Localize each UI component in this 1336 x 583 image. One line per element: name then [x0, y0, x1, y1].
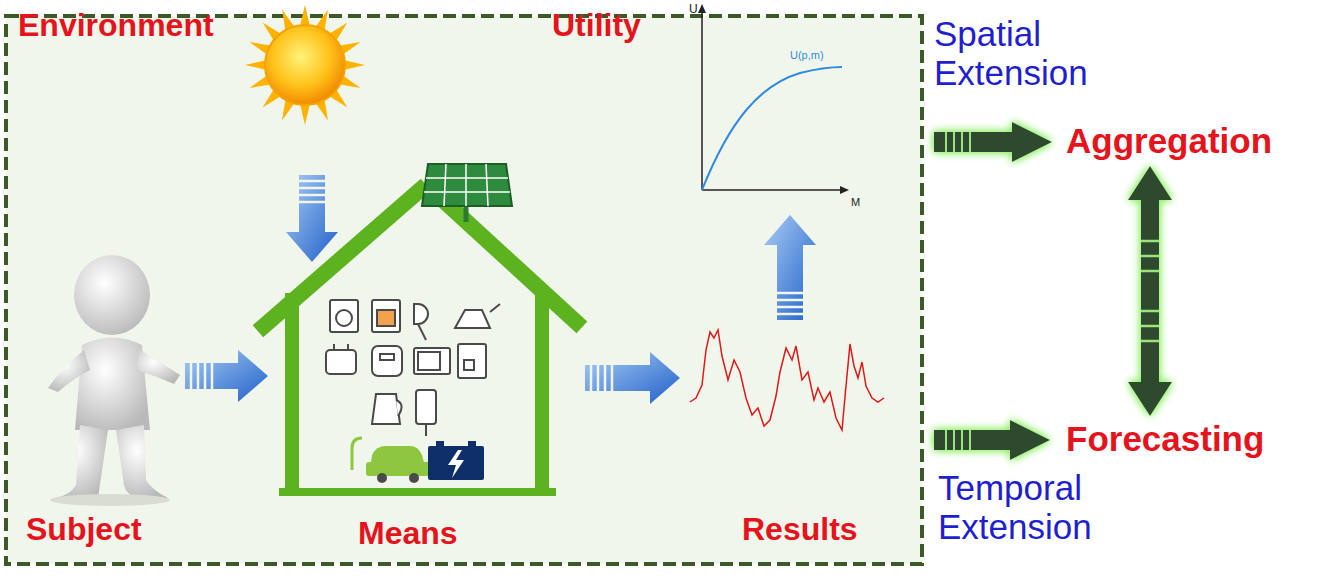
environment-panel: Environment [10, 4, 360, 175]
extension-label: Spatial Extension [934, 14, 1114, 92]
arrow-stripe [597, 365, 600, 391]
arrow-stripe [1141, 310, 1159, 313]
extension-arrow-stripes [946, 132, 970, 450]
ev-car [352, 438, 430, 483]
sun-ray [300, 5, 310, 25]
arrow-stripe [1141, 240, 1159, 243]
arrow-stripe [611, 365, 614, 391]
flow-arrow [764, 215, 816, 320]
results-panel: Results [680, 320, 902, 555]
sun-ray [345, 60, 365, 70]
arrow-stripe [299, 194, 325, 197]
panel-heading: Forecasting [1066, 420, 1264, 459]
arrow-stripe [590, 365, 593, 391]
solar-panel [422, 164, 512, 222]
forecasting-node: Forecasting [1062, 416, 1292, 464]
battery [428, 441, 484, 480]
arrow-stripe [204, 363, 207, 389]
axis-label: U [689, 3, 698, 16]
arrow-stripe [777, 306, 803, 309]
panel-heading: Means [358, 516, 458, 551]
appliance-icons [326, 300, 500, 436]
arrow-body [185, 350, 268, 402]
arrow-stripe [299, 180, 325, 183]
sun-disc [265, 25, 345, 105]
load-curve [690, 330, 884, 430]
sun-ray [245, 60, 265, 70]
sun [245, 5, 365, 125]
arrow-stripe [1141, 325, 1159, 328]
flow-arrow [185, 350, 268, 402]
means-panel: Means [268, 262, 585, 554]
extension-label: Temporal Extension [938, 468, 1123, 546]
arrow-stripe [777, 313, 803, 316]
panel-heading: Environment [18, 8, 214, 43]
axis-label: M [851, 196, 860, 208]
arrow-body [764, 215, 816, 320]
arrow-body [286, 175, 338, 262]
panel-heading: Aggregation [1066, 122, 1272, 161]
arrow-body [1128, 166, 1172, 416]
arrow-stripe [1141, 270, 1159, 273]
arrow-stripe [211, 363, 214, 389]
flow-arrow [585, 352, 680, 404]
sun-ray [300, 105, 310, 125]
arrow-stripe [299, 187, 325, 190]
arrow-stripe [190, 363, 193, 389]
arrow-stripe [604, 365, 607, 391]
arrow-body [585, 352, 680, 404]
axis-label: U(p,m) [790, 49, 824, 61]
panel-heading: Subject [26, 512, 142, 547]
arrow-stripe [777, 292, 803, 295]
arrow-stripe [1141, 340, 1159, 343]
utility-panel: Utility [548, 4, 900, 215]
utility-chart [698, 4, 849, 194]
arrow-stripe [299, 201, 325, 204]
person [48, 255, 180, 506]
flow-arrow [286, 175, 338, 262]
arrow-stripe [777, 299, 803, 302]
double-arrow [1128, 166, 1172, 416]
arrow-stripe [197, 363, 200, 389]
aggregation-node: Aggregation [1062, 118, 1302, 166]
extension-arrows [934, 122, 1052, 460]
subject-panel: Subject [20, 250, 185, 555]
arrow-stripe [1141, 255, 1159, 258]
panel-heading: Results [742, 512, 858, 547]
frame [6, 16, 922, 564]
panel-heading: Utility [552, 8, 641, 43]
